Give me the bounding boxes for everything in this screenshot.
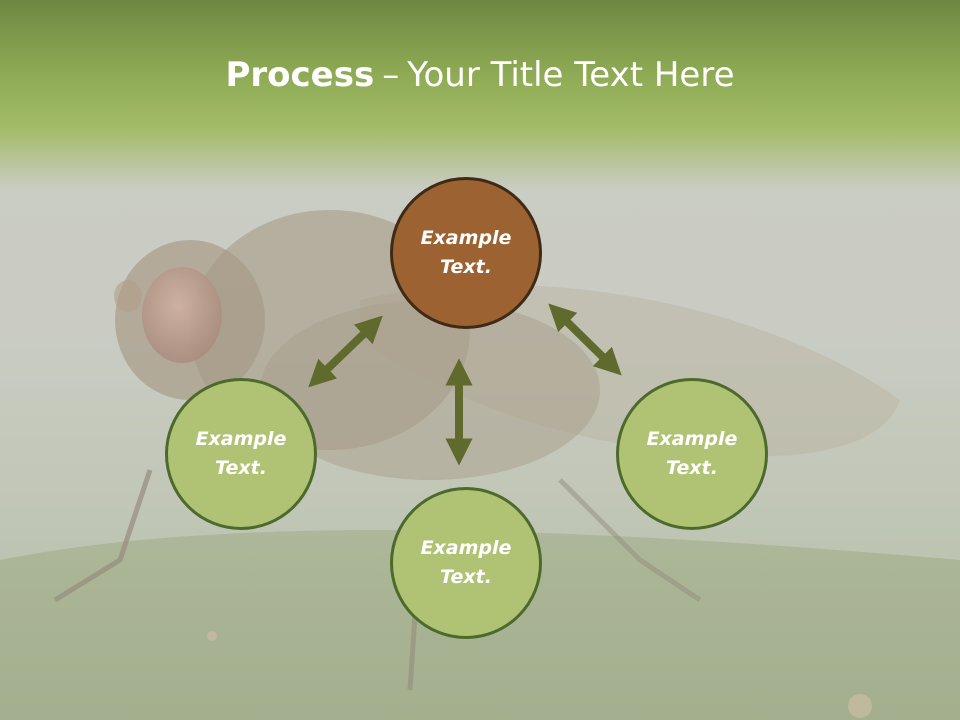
process-node-center-text: Example Text. — [420, 227, 512, 278]
process-node-right-text: Example Text. — [646, 428, 738, 479]
process-node-bottom[interactable]: Example Text. — [390, 487, 542, 639]
arrow-center-left — [308, 315, 383, 388]
process-node-left[interactable]: Example Text. — [165, 378, 317, 530]
title-rest: Your Title Text Here — [407, 55, 735, 95]
process-node-bottom-text: Example Text. — [420, 537, 512, 588]
process-node-center[interactable]: Example Text. — [390, 177, 542, 329]
title-bold-part: Process — [225, 55, 375, 95]
process-node-right[interactable]: Example Text. — [616, 378, 768, 530]
title-dash: – — [382, 55, 400, 95]
header-band — [0, 0, 960, 190]
process-node-left-text: Example Text. — [195, 428, 287, 479]
arrow-center-right — [548, 303, 622, 376]
slide-title: Process–Your Title Text Here — [0, 52, 960, 98]
